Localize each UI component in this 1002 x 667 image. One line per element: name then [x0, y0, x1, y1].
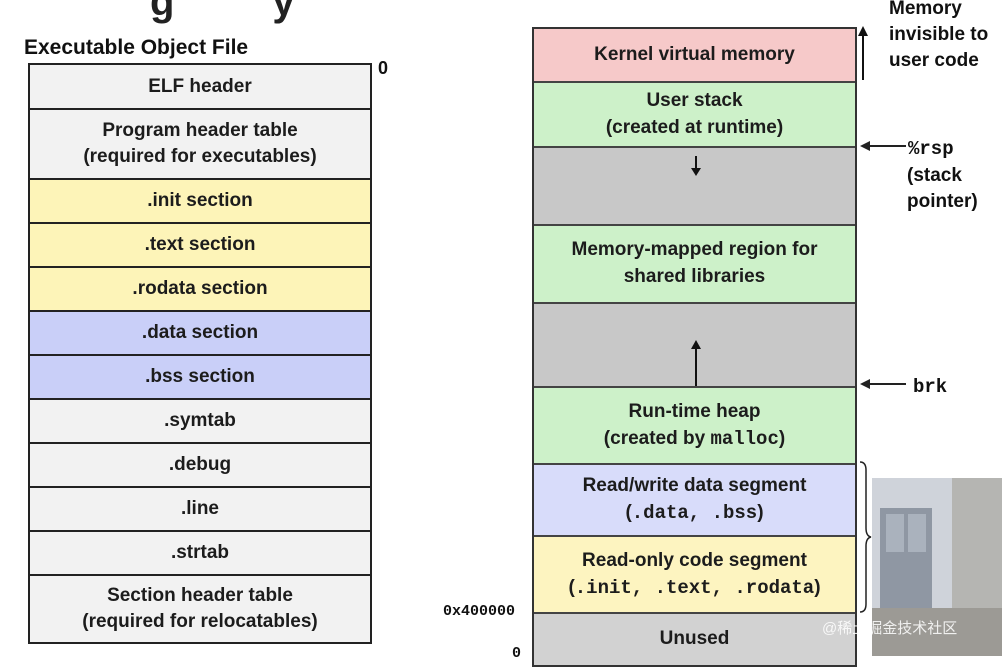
heap-growth-up-arrow	[691, 340, 701, 386]
malloc-code: malloc	[710, 427, 779, 450]
debug-section: .debug	[30, 444, 370, 488]
code-segment-label-end: )	[814, 576, 821, 598]
text-section: .text section	[30, 224, 370, 268]
runtime-heap-region: Run-time heap (created by malloc)	[534, 388, 855, 465]
heap-growth-gap	[534, 304, 855, 388]
section-header-table-section: Section header table (required for reloc…	[30, 576, 370, 642]
stack-growth-down-arrow	[691, 156, 701, 176]
rsp-pointer-arrow	[860, 141, 906, 151]
brk-pointer-arrow	[860, 379, 906, 389]
kernel-scope-arrow	[858, 26, 868, 80]
data-segment-label: Read/write data segment (	[582, 475, 807, 523]
line-section: .line	[30, 488, 370, 532]
memory-mapped-region: Memory-mapped region for shared librarie…	[534, 226, 855, 304]
data-segment-label-end: )	[757, 502, 764, 523]
brk-label: brk	[913, 376, 948, 398]
stack-pointer-note: (stack pointer)	[907, 165, 978, 213]
read-only-code-segment: Read-only code segment (.init, .text, .r…	[534, 537, 855, 614]
user-stack-region: User stack (created at runtime)	[534, 83, 855, 148]
elf-section-table: ELF header Program header table (require…	[28, 63, 372, 644]
watermark: @稀土掘金技术社区	[822, 620, 958, 637]
code-segment-label: Read-only code segment (	[568, 549, 807, 598]
address-zero-label: 0	[512, 645, 522, 662]
unused-region: Unused	[534, 614, 855, 665]
read-write-data-segment: Read/write data segment (.data, .bss)	[534, 465, 855, 537]
symtab-section: .symtab	[30, 400, 370, 444]
executable-title: Executable Object File	[24, 36, 249, 59]
program-header-table-section: Program header table (required for execu…	[30, 110, 370, 180]
slide-title-fragment: g y	[150, 0, 296, 24]
kernel-virtual-memory-region: Kernel virtual memory	[534, 29, 855, 83]
elf-header-section: ELF header	[30, 65, 370, 110]
stack-growth-gap	[534, 148, 855, 226]
room-photo-icon	[872, 478, 1002, 656]
init-section: .init section	[30, 180, 370, 224]
process-memory-layout: Kernel virtual memory User stack (create…	[532, 27, 857, 667]
kernel-invisible-note: Memory invisible to user code	[889, 0, 989, 72]
bss-section: .bss section	[30, 356, 370, 400]
strtab-section: .strtab	[30, 532, 370, 576]
address-0x400000-label: 0x400000	[443, 603, 516, 620]
heap-label-end: )	[778, 427, 786, 449]
offset-zero-label: 0	[378, 58, 389, 78]
data-bss-code: .data, .bss	[631, 502, 758, 524]
rsp-register-label: %rsp	[908, 138, 954, 160]
presenter-video-thumbnail	[872, 478, 1002, 656]
data-section: .data section	[30, 312, 370, 356]
heap-label: Run-time heap (created by	[603, 400, 761, 449]
init-text-rodata-code: .init, .text, .rodata	[574, 576, 815, 599]
loaded-segments-brace	[859, 461, 872, 613]
rodata-section: .rodata section	[30, 268, 370, 312]
